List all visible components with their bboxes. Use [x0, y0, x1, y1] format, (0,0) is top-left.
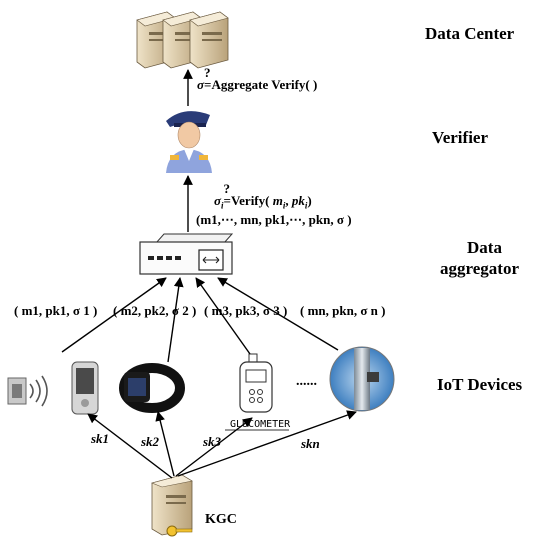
arrow-kgc-to-device2	[155, 411, 175, 477]
data-aggregator-router-icon	[139, 233, 234, 275]
key-icon	[166, 525, 193, 537]
arrow-device2-to-aggregator	[167, 277, 184, 363]
solar-sensor-pole-icon	[329, 346, 395, 412]
data-center-label: Data Center	[425, 24, 515, 43]
arrow-device3-to-aggregator	[195, 277, 251, 355]
aggregate-verify-formula: σ?=Aggregate Verify( )	[197, 65, 318, 92]
arrow-device1-to-aggregator	[61, 277, 167, 353]
aggregate-tuple: (m1,⋯, mn, pk1,⋯, pkn, σ )	[196, 212, 352, 227]
device-tuple-2: ( m2, pk2, σ 2 )	[113, 303, 197, 318]
aggregator-label-line2: aggregator	[440, 259, 519, 278]
glucometer-icon	[225, 353, 289, 431]
device-ellipsis: ......	[296, 374, 317, 389]
secret-key-3: sk3	[203, 434, 222, 449]
kgc-server-icon	[151, 474, 193, 537]
secret-key-2: sk2	[141, 434, 160, 449]
wireless-signal-icon	[7, 375, 48, 407]
secret-key-n: skn	[301, 436, 320, 451]
arrow-kgc-to-device1	[87, 413, 173, 479]
verifier-label: Verifier	[432, 128, 489, 147]
arrow-kgc-to-device4	[177, 410, 357, 477]
arrow-device4-to-aggregator	[217, 277, 339, 351]
mobile-phone-icon	[71, 361, 99, 415]
iot-devices-label: IoT Devices	[437, 375, 523, 394]
kgc-label: KGC	[205, 512, 237, 527]
data-center-servers-icon	[136, 11, 229, 69]
arrow-kgc-to-device3	[175, 417, 253, 477]
arrows	[61, 69, 357, 479]
device-tuple-3: ( m3, pk3, σ 3 )	[204, 303, 288, 318]
aggregator-label-line1: Data	[467, 238, 502, 257]
verify-formula: σi?=Verify( mi, pki)	[214, 181, 312, 211]
glucometer-label: GLUCOMETER	[230, 419, 291, 430]
verifier-officer-icon	[166, 111, 212, 173]
device-tuple-n: ( mn, pkn, σ n )	[300, 303, 386, 318]
device-tuple-1: ( m1, pk1, σ 1 )	[14, 303, 98, 318]
smart-watch-icon	[119, 363, 185, 413]
secret-key-1: sk1	[91, 431, 110, 446]
